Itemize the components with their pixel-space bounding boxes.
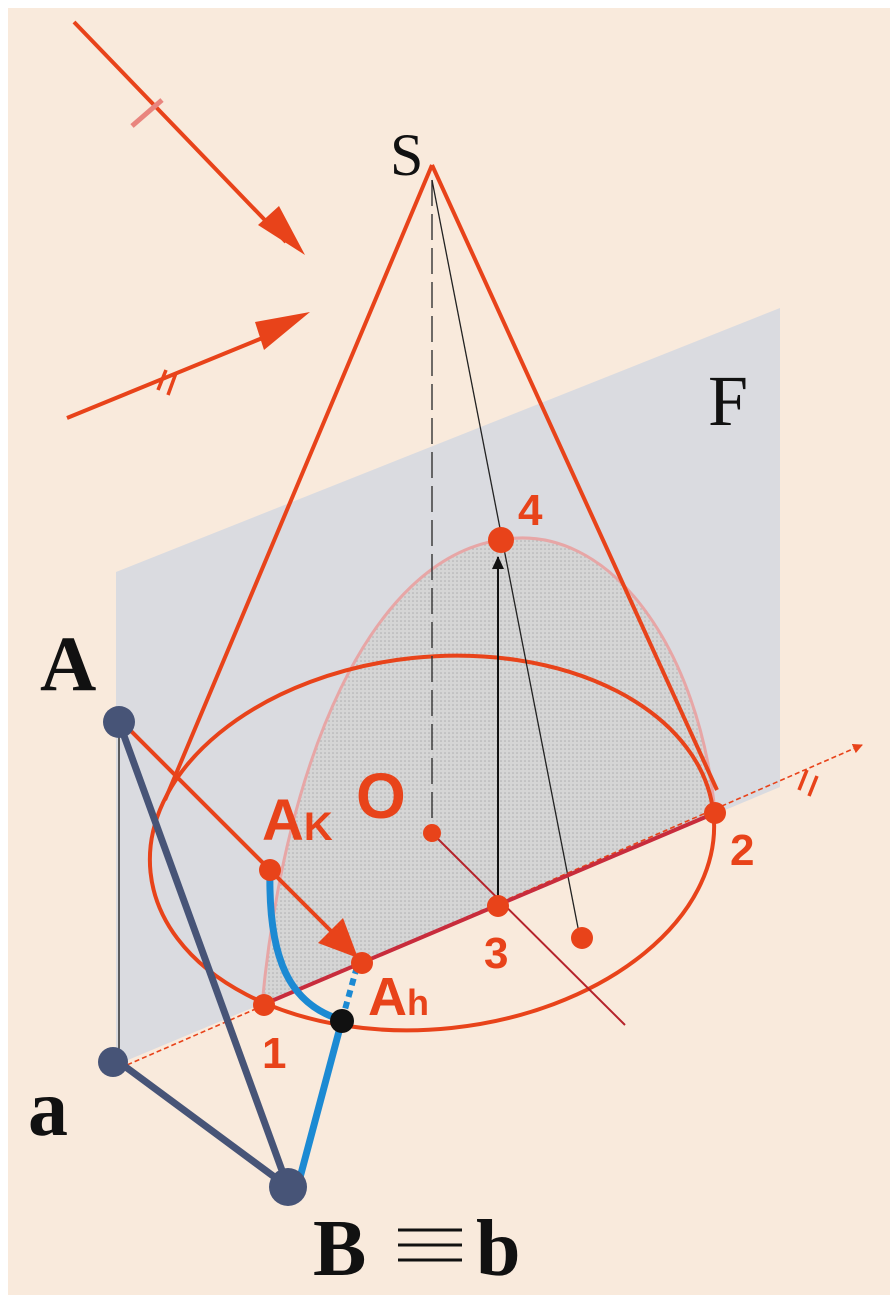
point-3 — [487, 895, 509, 917]
light-ray-1-tick — [130, 98, 164, 128]
label-ah: Ah — [368, 967, 429, 1027]
label-f: F — [708, 361, 748, 441]
shadow-line-to-b — [294, 1019, 346, 1186]
label-o: O — [356, 760, 406, 832]
label-a-lower: a — [28, 1065, 68, 1153]
projection-arrowhead — [318, 918, 358, 958]
point-black — [330, 1009, 354, 1033]
light-ray-2-tick-a — [156, 369, 168, 391]
trace-tick-b — [807, 775, 819, 797]
label-ak: AK — [262, 788, 333, 853]
shadow-curve — [266, 869, 343, 1024]
point-ah — [351, 952, 373, 974]
label-b-lower: b — [476, 1205, 521, 1293]
cone-generator-right — [430, 164, 719, 791]
point-a-lower — [98, 1047, 128, 1077]
light-ray-1 — [72, 20, 288, 244]
label-s: S — [390, 122, 423, 188]
label-ak-sub: K — [304, 805, 333, 849]
label-ah-sub: h — [407, 982, 429, 1023]
point-1 — [253, 994, 275, 1016]
section-area — [262, 537, 715, 1005]
light-ray-1-arrowhead — [258, 206, 305, 255]
point-bottom — [571, 927, 593, 949]
label-ah-main: A — [368, 967, 407, 1027]
label-1: 1 — [262, 1029, 286, 1078]
label-b: B — [313, 1205, 366, 1293]
point-o — [423, 824, 441, 842]
projection-a-to-ah — [120, 720, 337, 937]
shadow-hidden — [339, 962, 361, 1021]
line-o-to-3 — [431, 832, 626, 1026]
section-curve — [260, 536, 717, 1006]
cone-generator-back — [431, 179, 581, 939]
label-a-upper: A — [40, 620, 96, 707]
point-ak — [259, 859, 281, 881]
segment-a-to-b — [115, 720, 292, 1189]
label-4: 4 — [518, 486, 543, 535]
light-ray-2-tick-b — [166, 372, 178, 396]
light-ray-2-arrowhead — [255, 312, 310, 350]
point-a — [103, 706, 135, 738]
trace-tick-a — [797, 769, 809, 791]
label-3: 3 — [484, 929, 508, 978]
point-4 — [488, 527, 514, 553]
segment-lower-a-to-b — [116, 1059, 291, 1190]
label-2: 2 — [730, 826, 754, 875]
point-2 — [704, 802, 726, 824]
cone-generator-left — [163, 164, 434, 801]
label-ak-main: A — [262, 788, 304, 853]
point-b — [269, 1168, 307, 1206]
